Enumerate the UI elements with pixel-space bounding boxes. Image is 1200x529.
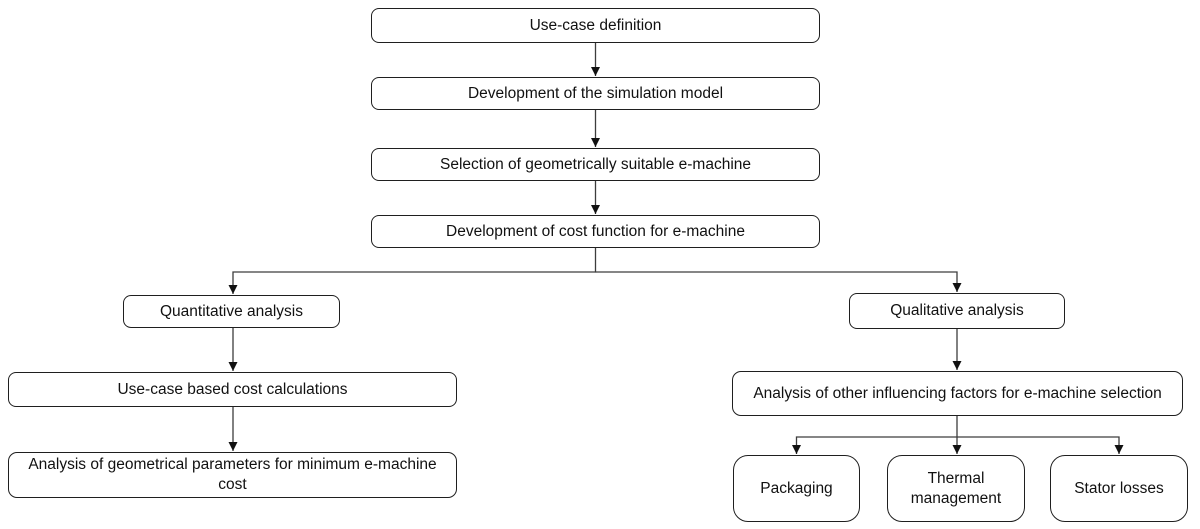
edge-costfunction-to-quantitative bbox=[228, 248, 597, 294]
node-simulation-model: Development of the simulation model bbox=[371, 77, 820, 110]
node-geometrical-parameters: Analysis of geometrical parameters for m… bbox=[8, 452, 457, 498]
node-e-machine-selection: Selection of geometrically suitable e-ma… bbox=[371, 148, 820, 181]
node-stator-losses: Stator losses bbox=[1050, 455, 1188, 522]
node-quantitative-analysis: Quantitative analysis bbox=[123, 295, 340, 328]
node-influencing-factors: Analysis of other influencing factors fo… bbox=[732, 371, 1183, 416]
edge-influencing-to-statorlosses bbox=[957, 436, 1124, 454]
node-use-case-definition: Use-case definition bbox=[371, 8, 820, 43]
node-cost-function: Development of cost function for e-machi… bbox=[371, 215, 820, 248]
node-qualitative-analysis: Qualitative analysis bbox=[849, 293, 1065, 329]
edge-influencing-to-packaging bbox=[792, 416, 958, 454]
node-cost-calculations: Use-case based cost calculations bbox=[8, 372, 457, 407]
node-thermal-management: Thermal management bbox=[887, 455, 1025, 522]
node-packaging: Packaging bbox=[733, 455, 860, 522]
edge-costfunction-to-qualitative bbox=[595, 271, 962, 292]
